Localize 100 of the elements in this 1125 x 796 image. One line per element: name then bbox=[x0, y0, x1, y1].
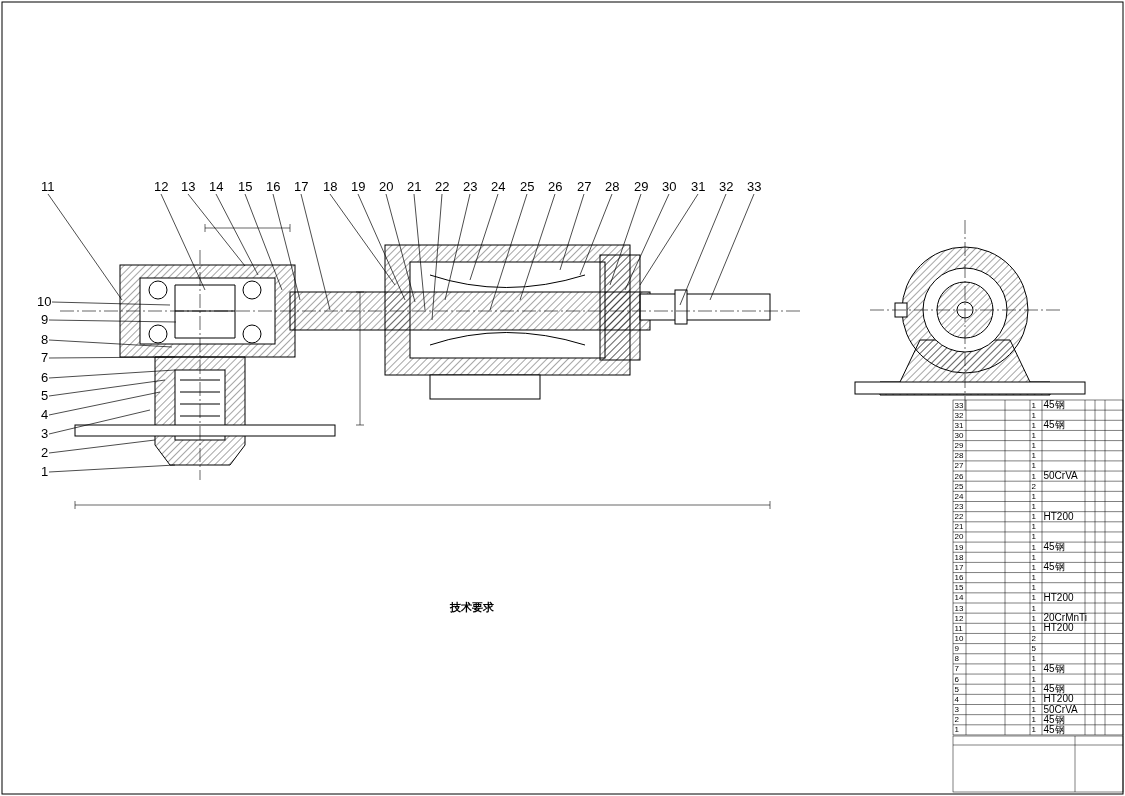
part-number: 3 bbox=[954, 705, 959, 714]
material-text: 45钢 bbox=[1043, 724, 1065, 735]
leader-line bbox=[639, 193, 699, 286]
quantity-text: 1 bbox=[1031, 532, 1036, 542]
part-number: 13 bbox=[954, 603, 964, 613]
leader-line bbox=[559, 193, 585, 271]
part-number: 19 bbox=[954, 542, 964, 552]
part-number: 27 bbox=[954, 461, 964, 471]
callout-number: 20 bbox=[378, 180, 395, 194]
part-number: 23 bbox=[954, 502, 964, 511]
material-text: HT200 bbox=[1043, 511, 1074, 522]
quantity-text: 1 bbox=[1031, 664, 1036, 674]
callout-number: 23 bbox=[462, 180, 479, 194]
part-number: 12 bbox=[954, 613, 964, 623]
part-number: 2 bbox=[954, 715, 959, 725]
part-number: 6 bbox=[954, 674, 959, 684]
quantity-text: 1 bbox=[1031, 573, 1036, 583]
callout-number: 14 bbox=[208, 180, 225, 194]
callout-number: 16 bbox=[265, 180, 282, 194]
leader-line bbox=[519, 193, 556, 301]
material-text: HT200 bbox=[1043, 592, 1074, 603]
part-number: 21 bbox=[954, 522, 964, 532]
callout-number: 12 bbox=[153, 180, 170, 194]
part-number: 10 bbox=[954, 633, 964, 643]
part-number: 28 bbox=[954, 451, 964, 461]
material-text: HT200 bbox=[1043, 623, 1074, 634]
material-text: 45钢 bbox=[1043, 400, 1065, 410]
part-number: 26 bbox=[954, 471, 964, 481]
part-number: 9 bbox=[954, 644, 959, 654]
quantity-text: 2 bbox=[1031, 633, 1036, 643]
quantity-text: 1 bbox=[1031, 684, 1036, 694]
callout-number: 27 bbox=[576, 180, 593, 194]
leader-line bbox=[48, 409, 151, 435]
quantity-text: 1 bbox=[1031, 715, 1036, 725]
quantity-text: 1 bbox=[1031, 522, 1036, 532]
part-number: 1 bbox=[954, 725, 959, 735]
part-number: 5 bbox=[954, 684, 959, 694]
quantity-text: 5 bbox=[1031, 644, 1036, 654]
leader-line bbox=[385, 193, 416, 303]
callout-number: 4 bbox=[40, 408, 50, 422]
callout-number: 26 bbox=[547, 180, 564, 194]
leader-line bbox=[48, 319, 177, 323]
quantity-text: 1 bbox=[1031, 451, 1036, 461]
leader-line bbox=[48, 369, 176, 379]
quantity-text: 1 bbox=[1031, 542, 1036, 552]
leader-line bbox=[48, 379, 166, 397]
callout-number: 25 bbox=[519, 180, 536, 194]
leader-line bbox=[51, 301, 171, 306]
material-text: HT200 bbox=[1043, 694, 1074, 705]
quantity-text: 1 bbox=[1031, 583, 1036, 593]
material-text: 45钢 bbox=[1043, 562, 1065, 573]
part-number: 29 bbox=[954, 441, 964, 451]
leader-line bbox=[579, 193, 613, 276]
callout-number: 33 bbox=[746, 180, 763, 194]
callout-number: 32 bbox=[718, 180, 735, 194]
callout-number: 8 bbox=[40, 333, 50, 347]
part-number: 24 bbox=[954, 491, 964, 501]
callout-number: 17 bbox=[293, 180, 310, 194]
callout-number: 1 bbox=[40, 465, 50, 479]
callout-number: 9 bbox=[40, 313, 50, 327]
part-number: 7 bbox=[954, 664, 959, 674]
material-text: 50CrVA bbox=[1043, 471, 1078, 482]
quantity-text: 1 bbox=[1031, 471, 1036, 481]
leader-line bbox=[624, 193, 670, 291]
material-text: 45钢 bbox=[1043, 714, 1065, 725]
quantity-text: 1 bbox=[1031, 674, 1036, 684]
leader-line bbox=[357, 193, 406, 301]
leader-line bbox=[160, 193, 206, 291]
part-number: 30 bbox=[954, 430, 964, 440]
part-number: 4 bbox=[954, 694, 959, 704]
leader-line bbox=[48, 356, 176, 359]
leader-line bbox=[469, 193, 499, 281]
leader-line bbox=[709, 193, 755, 301]
callout-number: 10 bbox=[36, 295, 53, 309]
callout-number: 3 bbox=[40, 427, 50, 441]
callout-number: 21 bbox=[406, 180, 423, 194]
technical-requirements-heading: 技术要求 bbox=[450, 600, 494, 615]
quantity-text: 1 bbox=[1031, 461, 1036, 471]
part-number: 14 bbox=[954, 593, 964, 603]
callout-number: 15 bbox=[237, 180, 254, 194]
callout-number: 18 bbox=[322, 180, 339, 194]
leader-line bbox=[47, 193, 123, 301]
leader-line bbox=[272, 193, 301, 301]
part-number: 31 bbox=[954, 420, 964, 430]
quantity-text: 1 bbox=[1031, 512, 1036, 522]
leader-line bbox=[48, 464, 176, 473]
quantity-text: 1 bbox=[1031, 502, 1036, 511]
callout-number: 6 bbox=[40, 371, 50, 385]
quantity-text: 1 bbox=[1031, 593, 1036, 603]
quantity-text: 2 bbox=[1031, 481, 1036, 491]
leader-line bbox=[244, 193, 283, 291]
material-text: 45钢 bbox=[1043, 542, 1065, 553]
quantity-text: 1 bbox=[1031, 441, 1036, 451]
quantity-text: 1 bbox=[1031, 705, 1036, 714]
callout-number: 28 bbox=[604, 180, 621, 194]
leader-line bbox=[48, 391, 161, 416]
leader-line bbox=[300, 193, 331, 311]
callout-number: 7 bbox=[40, 351, 50, 365]
quantity-text: 1 bbox=[1031, 552, 1036, 562]
part-number: 25 bbox=[954, 481, 964, 491]
